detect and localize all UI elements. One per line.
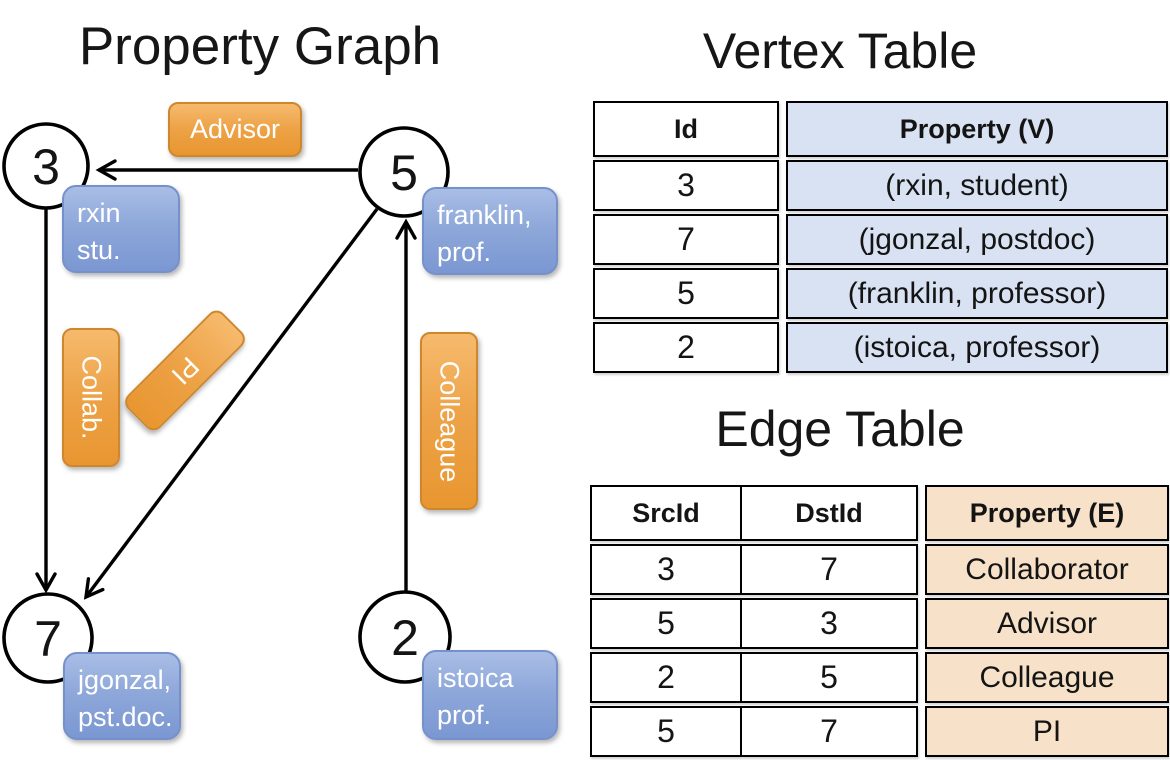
vertex-7-properties-line1: jgonzal, <box>78 665 172 695</box>
vertex-table-id-column: Id 3 7 5 2 <box>593 101 779 373</box>
vertex-2-id: 2 <box>391 610 419 666</box>
edge-pi-arrow <box>83 207 379 600</box>
table-cell: (franklin, professor) <box>786 268 1168 319</box>
edge-table-id-columns: SrcId DstId 3 7 5 3 2 5 5 7 <box>590 485 918 757</box>
table-cell: 7 <box>742 544 918 595</box>
vertex-7-properties-line2: pst.doc. <box>78 702 173 733</box>
table-cell: (istoica, professor) <box>786 322 1168 373</box>
vertex-table-header-id: Id <box>593 101 779 157</box>
table-cell: (rxin, student) <box>786 160 1168 211</box>
edge-table-header-row: SrcId DstId <box>590 485 918 541</box>
vertex-2-properties-line1: istoica <box>437 663 514 693</box>
vertex-5-id: 5 <box>390 145 418 201</box>
table-cell: 5 <box>590 598 742 649</box>
table-cell: 3 <box>593 160 779 211</box>
table-cell: 2 <box>593 322 779 373</box>
vertex-table-title: Vertex Table <box>702 23 978 79</box>
vertex-table-header-property: Property (V) <box>786 101 1168 157</box>
table-cell: 3 <box>742 598 918 649</box>
edge-table-header-property: Property (E) <box>925 485 1169 541</box>
edge-label-advisor: Advisor <box>168 102 302 157</box>
edge-table-property-column: Property (E) Collaborator Advisor Collea… <box>925 485 1169 757</box>
edge-label-collab-text: Collab. <box>76 355 107 440</box>
vertex-5-properties-line2: prof. <box>437 237 492 268</box>
vertex-7-id: 7 <box>34 611 62 667</box>
table-cell: Colleague <box>925 652 1169 703</box>
vertex-2-properties: istoica prof. <box>422 650 558 740</box>
edge-label-advisor-text: Advisor <box>189 114 281 144</box>
property-graph-title: Property Graph <box>78 17 442 76</box>
table-cell: Collaborator <box>925 544 1169 595</box>
table-cell: Advisor <box>925 598 1169 649</box>
edge-label-colleague: Colleague <box>420 332 478 510</box>
table-row: 5 7 <box>590 706 918 757</box>
table-row: 2 5 <box>590 652 918 703</box>
vertex-5-properties-line1: franklin, <box>437 200 532 230</box>
edge-table-header-srcid: SrcId <box>590 485 742 541</box>
edge-table-title: Edge Table <box>715 401 965 457</box>
table-cell: 2 <box>590 652 742 703</box>
table-cell: 5 <box>593 268 779 319</box>
table-cell: 5 <box>590 706 742 757</box>
vertex-3-properties: rxin stu. <box>62 185 180 273</box>
table-row: 5 3 <box>590 598 918 649</box>
vertex-2-properties-line2: prof. <box>437 700 492 731</box>
edge-table-header-dstid: DstId <box>742 485 918 541</box>
table-cell: 3 <box>590 544 742 595</box>
table-cell: 5 <box>742 652 918 703</box>
vertex-3-properties-line2: stu. <box>77 235 121 266</box>
vertex-3-properties-line1: rxin <box>77 198 121 228</box>
vertex-5-properties: franklin, prof. <box>422 187 558 275</box>
edge-label-collab: Collab. <box>62 328 120 467</box>
edge-label-pi-text: PI <box>165 351 205 391</box>
table-cell: (jgonzal, postdoc) <box>786 214 1168 265</box>
table-cell: PI <box>925 706 1169 757</box>
vertex-7-properties: jgonzal, pst.doc. <box>63 652 181 740</box>
table-cell: 7 <box>742 706 918 757</box>
edge-label-colleague-text: Colleague <box>434 360 465 482</box>
vertex-3-id: 3 <box>32 139 60 195</box>
table-cell: 7 <box>593 214 779 265</box>
table-row: 3 7 <box>590 544 918 595</box>
vertex-table-property-column: Property (V) (rxin, student) (jgonzal, p… <box>786 101 1168 373</box>
